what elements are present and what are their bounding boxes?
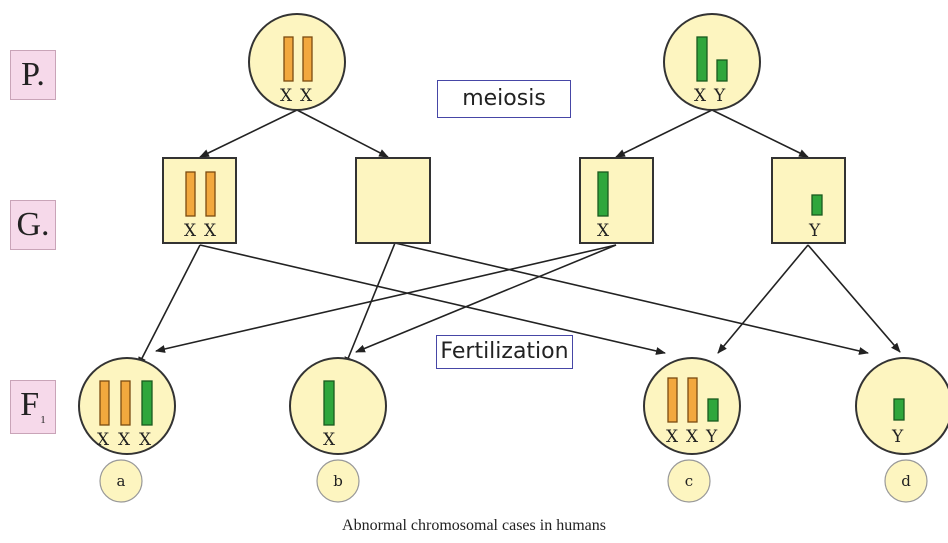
parent-mother-cell: X X bbox=[248, 13, 346, 111]
offspring-b-label: X bbox=[323, 430, 336, 450]
arrow-g4-d bbox=[807, 244, 901, 353]
chromosome-x bbox=[141, 380, 153, 426]
badge-a: a bbox=[99, 459, 143, 503]
chromosome-y bbox=[707, 398, 719, 422]
gamete-1-cell: X X bbox=[162, 157, 237, 244]
badge-b-text: b bbox=[333, 472, 343, 490]
mother-chromosome-label-1: X bbox=[280, 86, 293, 106]
offspring-d-cell: Y bbox=[855, 357, 948, 455]
arrow-father-g3 bbox=[615, 109, 713, 158]
arrow-g2-b bbox=[344, 242, 396, 367]
chromosome-x bbox=[302, 36, 313, 82]
label-parent-text: P. bbox=[21, 56, 45, 93]
badge-c-text: c bbox=[685, 472, 693, 490]
arrow-g1-a bbox=[137, 244, 201, 367]
gamete-4-label: Y bbox=[808, 221, 821, 241]
parent-father-cell: X Y bbox=[663, 13, 761, 111]
offspring-c-label-3: Y bbox=[705, 427, 718, 447]
chromosome-x bbox=[696, 36, 708, 82]
badge-c: c bbox=[667, 459, 711, 503]
arrow-g1-c bbox=[199, 244, 666, 355]
label-f1: F1 bbox=[10, 380, 56, 434]
label-f1-subscript: 1 bbox=[40, 414, 46, 426]
label-parent: P. bbox=[10, 50, 56, 100]
chromosome-x bbox=[205, 171, 216, 217]
arrow-g4-c bbox=[717, 244, 809, 354]
gamete-1-label-1: X bbox=[184, 221, 197, 241]
arrow-father-g4 bbox=[711, 109, 809, 158]
chromosome-x bbox=[597, 171, 609, 217]
chromosome-x bbox=[323, 380, 335, 426]
arrow-mother-g2 bbox=[296, 109, 389, 158]
arrow-g2-d bbox=[394, 242, 869, 355]
badge-d: d bbox=[884, 459, 928, 503]
chromosome-x bbox=[120, 380, 131, 426]
label-f1-text: F bbox=[20, 386, 40, 423]
arrow-mother-g1 bbox=[199, 109, 298, 158]
offspring-a-label-2: X bbox=[118, 430, 131, 450]
figure-caption: Abnormal chromosomal cases in humans bbox=[342, 517, 606, 534]
chromosome-y bbox=[811, 194, 823, 216]
meiosis-label: meiosis bbox=[437, 80, 571, 118]
mother-chromosome-label-2: X bbox=[300, 86, 313, 106]
label-gametes: G. bbox=[10, 200, 56, 250]
father-chromosome-label-2: Y bbox=[713, 86, 726, 106]
gamete-3-label: X bbox=[597, 221, 610, 241]
gamete-1-label-2: X bbox=[204, 221, 217, 241]
badge-a-text: a bbox=[117, 472, 126, 490]
offspring-a-label-1: X bbox=[97, 430, 110, 450]
badge-d-text: d bbox=[901, 472, 911, 490]
arrow-g3-b bbox=[355, 244, 617, 353]
offspring-c-cell: X X Y bbox=[643, 357, 741, 455]
chromosome-x bbox=[667, 377, 678, 423]
offspring-a-cell: X X X bbox=[78, 357, 176, 455]
chromosome-x bbox=[283, 36, 294, 82]
badge-b: b bbox=[316, 459, 360, 503]
gamete-3-cell: X bbox=[579, 157, 654, 244]
chromosome-x bbox=[185, 171, 196, 217]
offspring-b-cell: X bbox=[289, 357, 387, 455]
chromosome-x bbox=[99, 380, 110, 426]
gamete-4-cell: Y bbox=[771, 157, 846, 244]
chromosome-y bbox=[893, 398, 905, 421]
offspring-c-label-2: X bbox=[686, 427, 699, 447]
chromosome-x bbox=[687, 377, 698, 423]
father-chromosome-label-1: X bbox=[694, 86, 707, 106]
gamete-2-cell-empty bbox=[355, 157, 431, 244]
chromosome-y bbox=[716, 59, 728, 82]
arrow-g3-a bbox=[155, 244, 617, 353]
offspring-d-label: Y bbox=[891, 427, 904, 447]
label-gametes-text: G. bbox=[16, 206, 50, 243]
offspring-c-label-1: X bbox=[666, 427, 679, 447]
fertilization-label: Fertilization bbox=[436, 335, 573, 369]
offspring-a-label-3: X bbox=[139, 430, 152, 450]
